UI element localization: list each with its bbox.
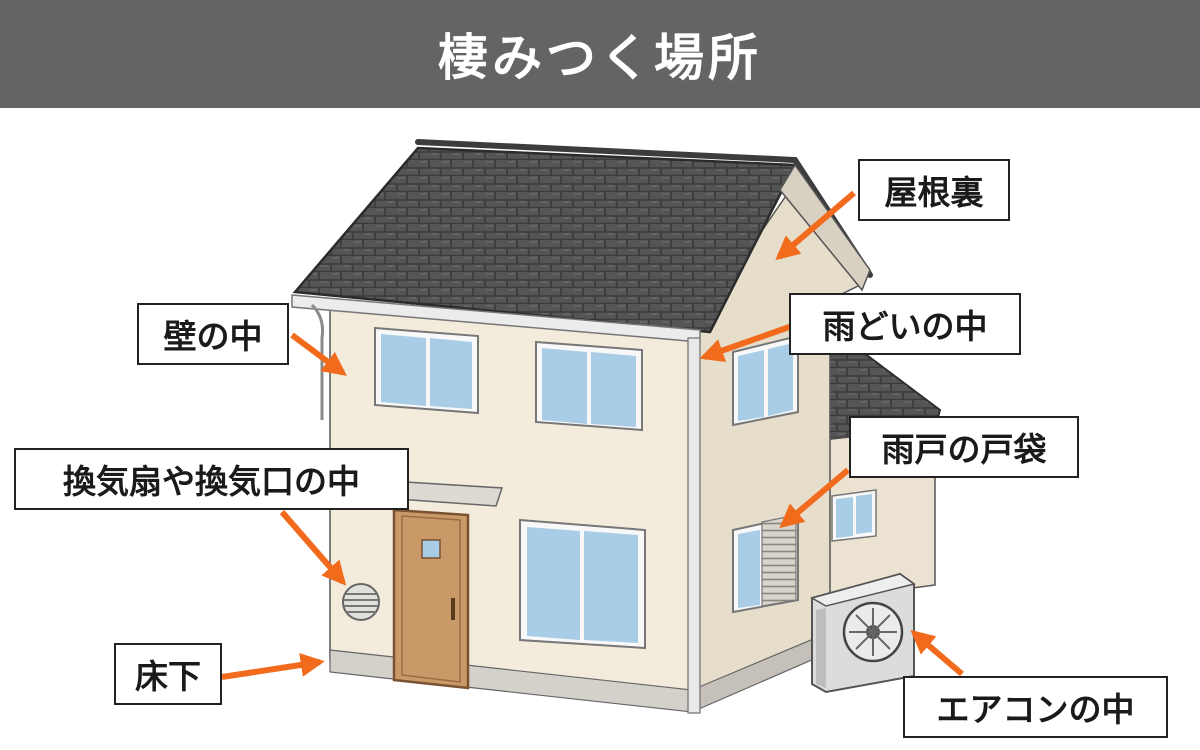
arrow-icon [699, 322, 796, 362]
arrow-icon [775, 190, 856, 261]
front-door [392, 508, 470, 690]
label-vent: 換気扇や換気口の中 [14, 448, 409, 510]
arrow-icon [221, 653, 325, 680]
label-aircon: エアコンの中 [903, 676, 1168, 738]
label-attic: 屋根裏 [858, 159, 1010, 221]
round-vent [342, 583, 380, 621]
side-lower-window [732, 514, 799, 614]
rain-gutter [291, 294, 701, 714]
upper-window-left [374, 326, 479, 415]
arrow-icon [779, 467, 850, 529]
annex-window [831, 489, 877, 542]
lower-window [519, 518, 646, 650]
arrows [221, 190, 964, 680]
upper-window-right [535, 340, 643, 432]
header-bar: 棲みつく場所 [0, 0, 1200, 108]
label-wall: 壁の中 [137, 303, 289, 365]
arrow-icon [910, 629, 964, 677]
side-upper-window [732, 334, 799, 427]
label-underfloor: 床下 [114, 643, 222, 705]
label-shutter-box: 雨戸の戸袋 [849, 416, 1079, 478]
arrow-icon [290, 332, 347, 376]
air-conditioner-unit [810, 572, 916, 694]
arrow-icon [279, 510, 347, 586]
page-title: 棲みつく場所 [438, 29, 762, 87]
label-gutter: 雨どいの中 [789, 293, 1021, 355]
